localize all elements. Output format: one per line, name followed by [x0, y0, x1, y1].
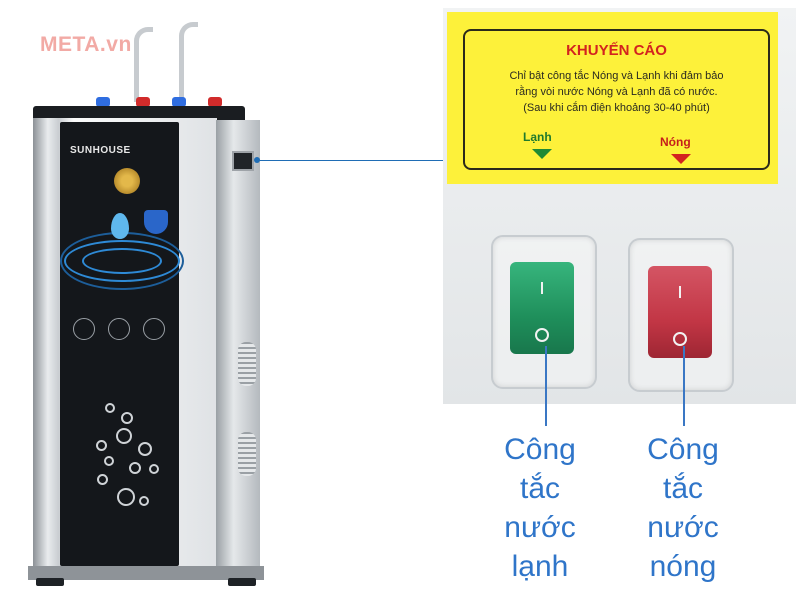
hot-arrow-icon — [671, 154, 691, 164]
meta-watermark: META.vn — [40, 33, 132, 56]
caption-word: lạnh — [511, 550, 569, 583]
valve-row — [96, 97, 246, 109]
switch-on-mark — [541, 282, 543, 294]
callout-line — [258, 160, 443, 161]
cold-pointer-line — [545, 346, 547, 426]
water-ripple-3 — [82, 248, 162, 274]
caption-word: nóng — [649, 550, 717, 583]
cold-arrow-icon — [532, 149, 552, 159]
valve-cold — [96, 97, 110, 107]
caption-word: nước — [647, 511, 719, 544]
hot-label: Nóng — [660, 135, 691, 149]
hot-faucet — [179, 22, 198, 103]
caption-word: Công — [504, 433, 576, 466]
hot-pointer-line — [683, 346, 685, 426]
valve-hot-2 — [208, 97, 222, 107]
switch-on-mark — [679, 286, 681, 298]
caption-word: tắc — [519, 472, 561, 505]
feature-icon-1 — [73, 318, 95, 340]
feature-icon-3 — [143, 318, 165, 340]
brand-logo: SUNHOUSE — [70, 145, 131, 156]
switch-off-mark — [673, 332, 687, 346]
foot-left — [36, 578, 64, 586]
warning-line-3: (Sau khi cắm điện khoảng 30-40 phút) — [523, 102, 710, 114]
foot-right — [228, 578, 256, 586]
cold-label: Lạnh — [523, 130, 552, 144]
hot-switch-caption: Công tắc nước nóng — [628, 430, 738, 586]
gold-badge-icon — [114, 168, 140, 194]
shield-icon — [144, 210, 168, 234]
cabinet-base — [28, 566, 264, 580]
cold-switch-caption: Công tắc nước lạnh — [485, 430, 595, 586]
power-socket — [232, 151, 254, 171]
valve-cold-2 — [172, 97, 186, 107]
top-cap — [33, 106, 245, 120]
caption-word: nước — [504, 511, 576, 544]
water-drop-icon — [111, 213, 129, 239]
caption-word: tắc — [662, 472, 704, 505]
warning-sticker — [447, 12, 778, 184]
callout-dot — [254, 157, 260, 163]
water-ripple-2 — [64, 240, 180, 282]
vent-grille-top — [238, 342, 256, 386]
feature-icon-2 — [108, 318, 130, 340]
switch-off-mark — [535, 328, 549, 342]
valve-hot — [136, 97, 150, 107]
caption-word: Công — [647, 433, 719, 466]
hot-water-switch[interactable] — [648, 266, 712, 358]
warning-line-2: rằng vòi nước Nóng và Lạnh đã có nước. — [515, 86, 718, 98]
cold-water-switch[interactable] — [510, 262, 574, 354]
vent-grille-bottom — [238, 432, 256, 476]
warning-title: KHUYẾN CÁO — [566, 42, 667, 59]
cold-faucet — [134, 27, 153, 102]
warning-border — [463, 29, 770, 170]
warning-line-1: Chỉ bật công tắc Nóng và Lạnh khi đảm bả… — [509, 70, 724, 82]
